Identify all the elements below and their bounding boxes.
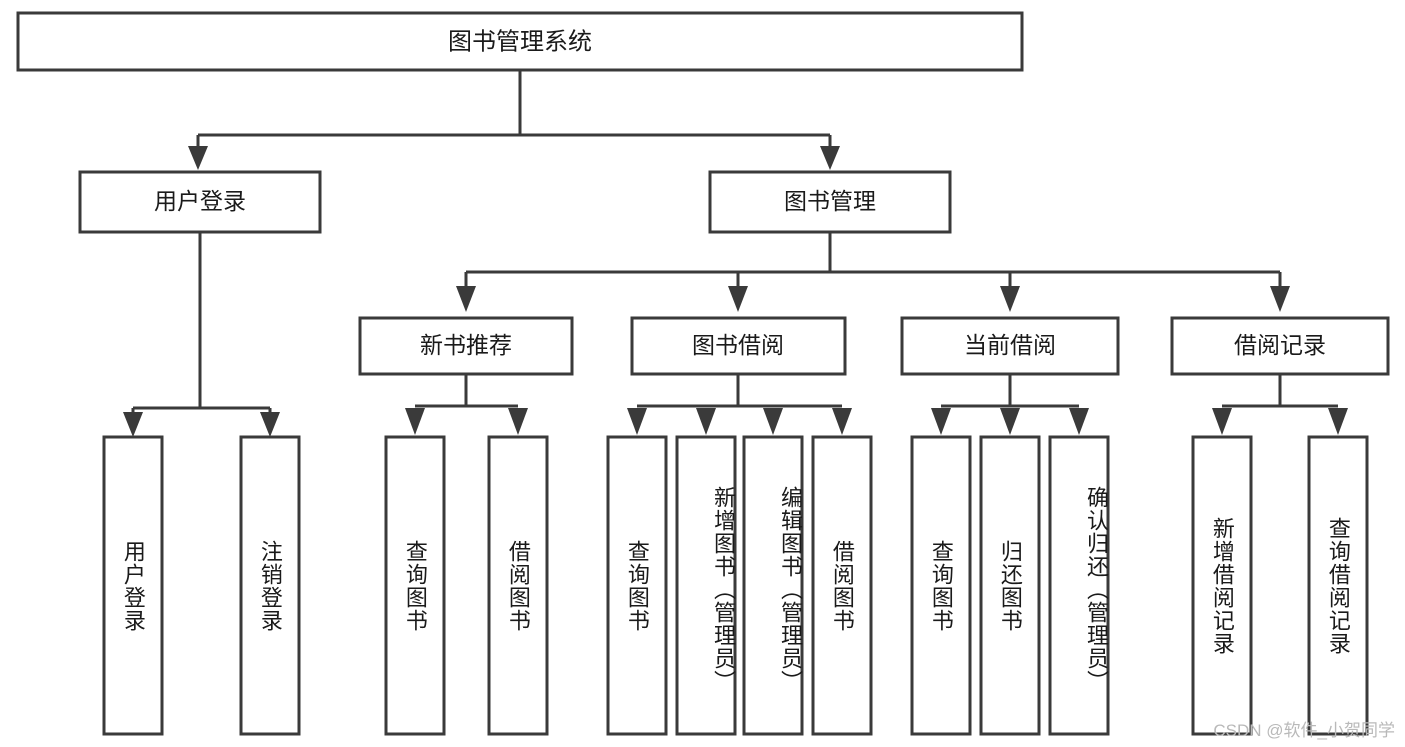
- current-borrow-box[interactable]: [900, 316, 1120, 376]
- arrowhead-newbook-leaf-1-icon: [508, 408, 528, 435]
- leaf-box-logout-login[interactable]: [239, 435, 301, 736]
- arrowhead-l1-0-icon: [188, 146, 208, 170]
- arrowhead-currentborrow-leaf-2-icon: [1069, 408, 1089, 435]
- arrowhead-userleaf-1-icon: [260, 412, 280, 437]
- node-new-book-recommend[interactable]: 新书推荐: [358, 316, 574, 376]
- arrowhead-newbook-leaf-0-icon: [405, 408, 425, 435]
- leaf-box-newbook-query[interactable]: [384, 435, 446, 736]
- arrowhead-bookborrow-leaf-3-icon: [832, 408, 852, 435]
- leaf-box-bookborrow-borrow[interactable]: [811, 435, 873, 736]
- arrowhead-l1-1-icon: [820, 146, 840, 170]
- node-book-borrow[interactable]: 图书借阅: [630, 316, 847, 376]
- arrowhead-userleaf-0-icon: [123, 412, 143, 437]
- arrowhead-l2-2-icon: [1000, 286, 1020, 312]
- book-management-label: 图书管理: [784, 188, 876, 214]
- new-book-recommend-label: 新书推荐: [420, 332, 512, 358]
- csdn-watermark: CSDN @软件_小贺同学: [1213, 721, 1395, 740]
- user-login-label: 用户登录: [154, 188, 246, 214]
- arrowhead-currentborrow-leaf-1-icon: [1000, 408, 1020, 435]
- arrowhead-borrowrecord-leaf-1-icon: [1328, 408, 1348, 435]
- arrowhead-bookborrow-leaf-0-icon: [627, 408, 647, 435]
- arrowhead-l2-0-icon: [456, 286, 476, 312]
- node-user-login[interactable]: 用户登录: [78, 170, 322, 234]
- root-label: 图书管理系统: [448, 28, 592, 55]
- arrowhead-l2-3-icon: [1270, 286, 1290, 312]
- leaf-box-borrowrecord-query[interactable]: [1307, 435, 1369, 736]
- leaf-box-currentborrow-query[interactable]: [910, 435, 972, 736]
- node-root[interactable]: 图书管理系统: [16, 11, 1024, 72]
- leaf-box-bookborrow-query[interactable]: [606, 435, 668, 736]
- borrow-record-label: 借阅记录: [1234, 332, 1326, 358]
- book-borrow-label: 图书借阅: [692, 332, 784, 358]
- root-box[interactable]: [16, 11, 1024, 72]
- leaf-box-currentborrow-return[interactable]: [979, 435, 1041, 736]
- current-borrow-label: 当前借阅: [964, 332, 1056, 358]
- new-book-recommend-box[interactable]: [358, 316, 574, 376]
- leaf-box-newbook-borrow[interactable]: [487, 435, 549, 736]
- arrowhead-currentborrow-leaf-0-icon: [931, 408, 951, 435]
- arrowhead-bookborrow-leaf-1-icon: [696, 408, 716, 435]
- arrowhead-bookborrow-leaf-2-icon: [763, 408, 783, 435]
- book-borrow-box[interactable]: [630, 316, 847, 376]
- node-current-borrow[interactable]: 当前借阅: [900, 316, 1120, 376]
- leaf-box-user-login[interactable]: [102, 435, 164, 736]
- leaf-box-bookborrow-add[interactable]: [675, 435, 737, 736]
- leaf-box-borrowrecord-add[interactable]: [1191, 435, 1253, 736]
- leaf-box-currentborrow-confirm[interactable]: [1048, 435, 1110, 736]
- book-management-box[interactable]: [708, 170, 952, 234]
- node-book-management[interactable]: 图书管理: [708, 170, 952, 234]
- arrowhead-borrowrecord-leaf-0-icon: [1212, 408, 1232, 435]
- leaf-box-bookborrow-edit[interactable]: [742, 435, 804, 736]
- borrow-record-box[interactable]: [1170, 316, 1390, 376]
- node-borrow-record[interactable]: 借阅记录: [1170, 316, 1390, 376]
- arrowhead-l2-1-icon: [728, 286, 748, 312]
